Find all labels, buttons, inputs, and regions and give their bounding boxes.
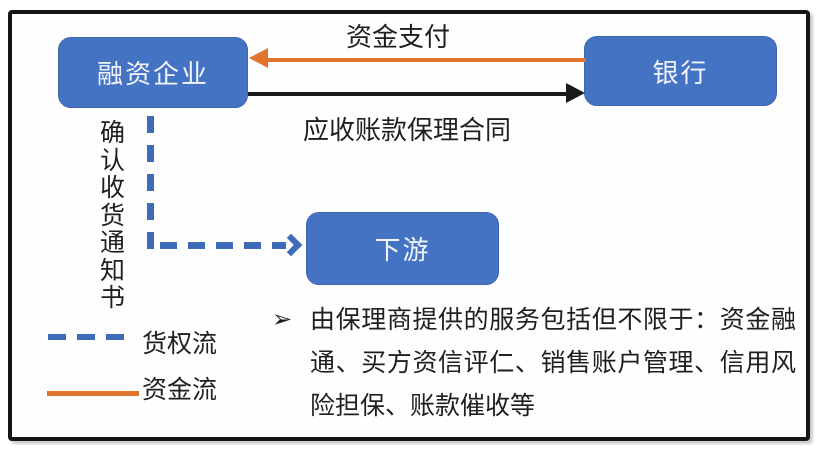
legend-fund-flow-line-icon <box>47 391 139 396</box>
legend-fund-flow-label: 资金流 <box>142 377 218 404</box>
factoring-contract-arrow-line <box>248 92 568 96</box>
node-financing-enterprise-label: 融资企业 <box>96 60 209 89</box>
fund-payment-label: 资金支付 <box>346 23 451 52</box>
node-bank: 银行 <box>584 36 777 106</box>
receipt-notice-label: 确认收货通知书 <box>99 120 125 312</box>
services-note: ➢ 由保理商提供的服务包括但不限于：资金融通、买方资信评仁、销售账户管理、信用风… <box>272 299 796 428</box>
node-bank-label: 银行 <box>652 58 709 88</box>
fund-payment-arrow-line <box>266 58 586 62</box>
note-bullet-arrow-icon: ➢ <box>272 307 293 333</box>
legend-goods-flow-label: 货权流 <box>142 331 218 358</box>
node-downstream: 下游 <box>306 212 499 285</box>
receipt-notice-dashed-horizontal-line <box>160 242 286 249</box>
factoring-contract-label: 应收账款保理合同 <box>303 116 512 145</box>
receipt-notice-dashed-vertical-line <box>147 116 154 249</box>
services-note-text: 由保理商提供的服务包括但不限于：资金融通、买方资信评仁、销售账户管理、信用风险担… <box>310 307 796 420</box>
factoring-contract-arrowhead-icon <box>566 83 585 103</box>
legend-goods-flow-line-icon <box>48 334 124 340</box>
fund-payment-arrowhead-icon <box>249 48 268 68</box>
node-financing-enterprise: 融资企业 <box>58 37 248 108</box>
node-downstream-label: 下游 <box>374 236 431 265</box>
